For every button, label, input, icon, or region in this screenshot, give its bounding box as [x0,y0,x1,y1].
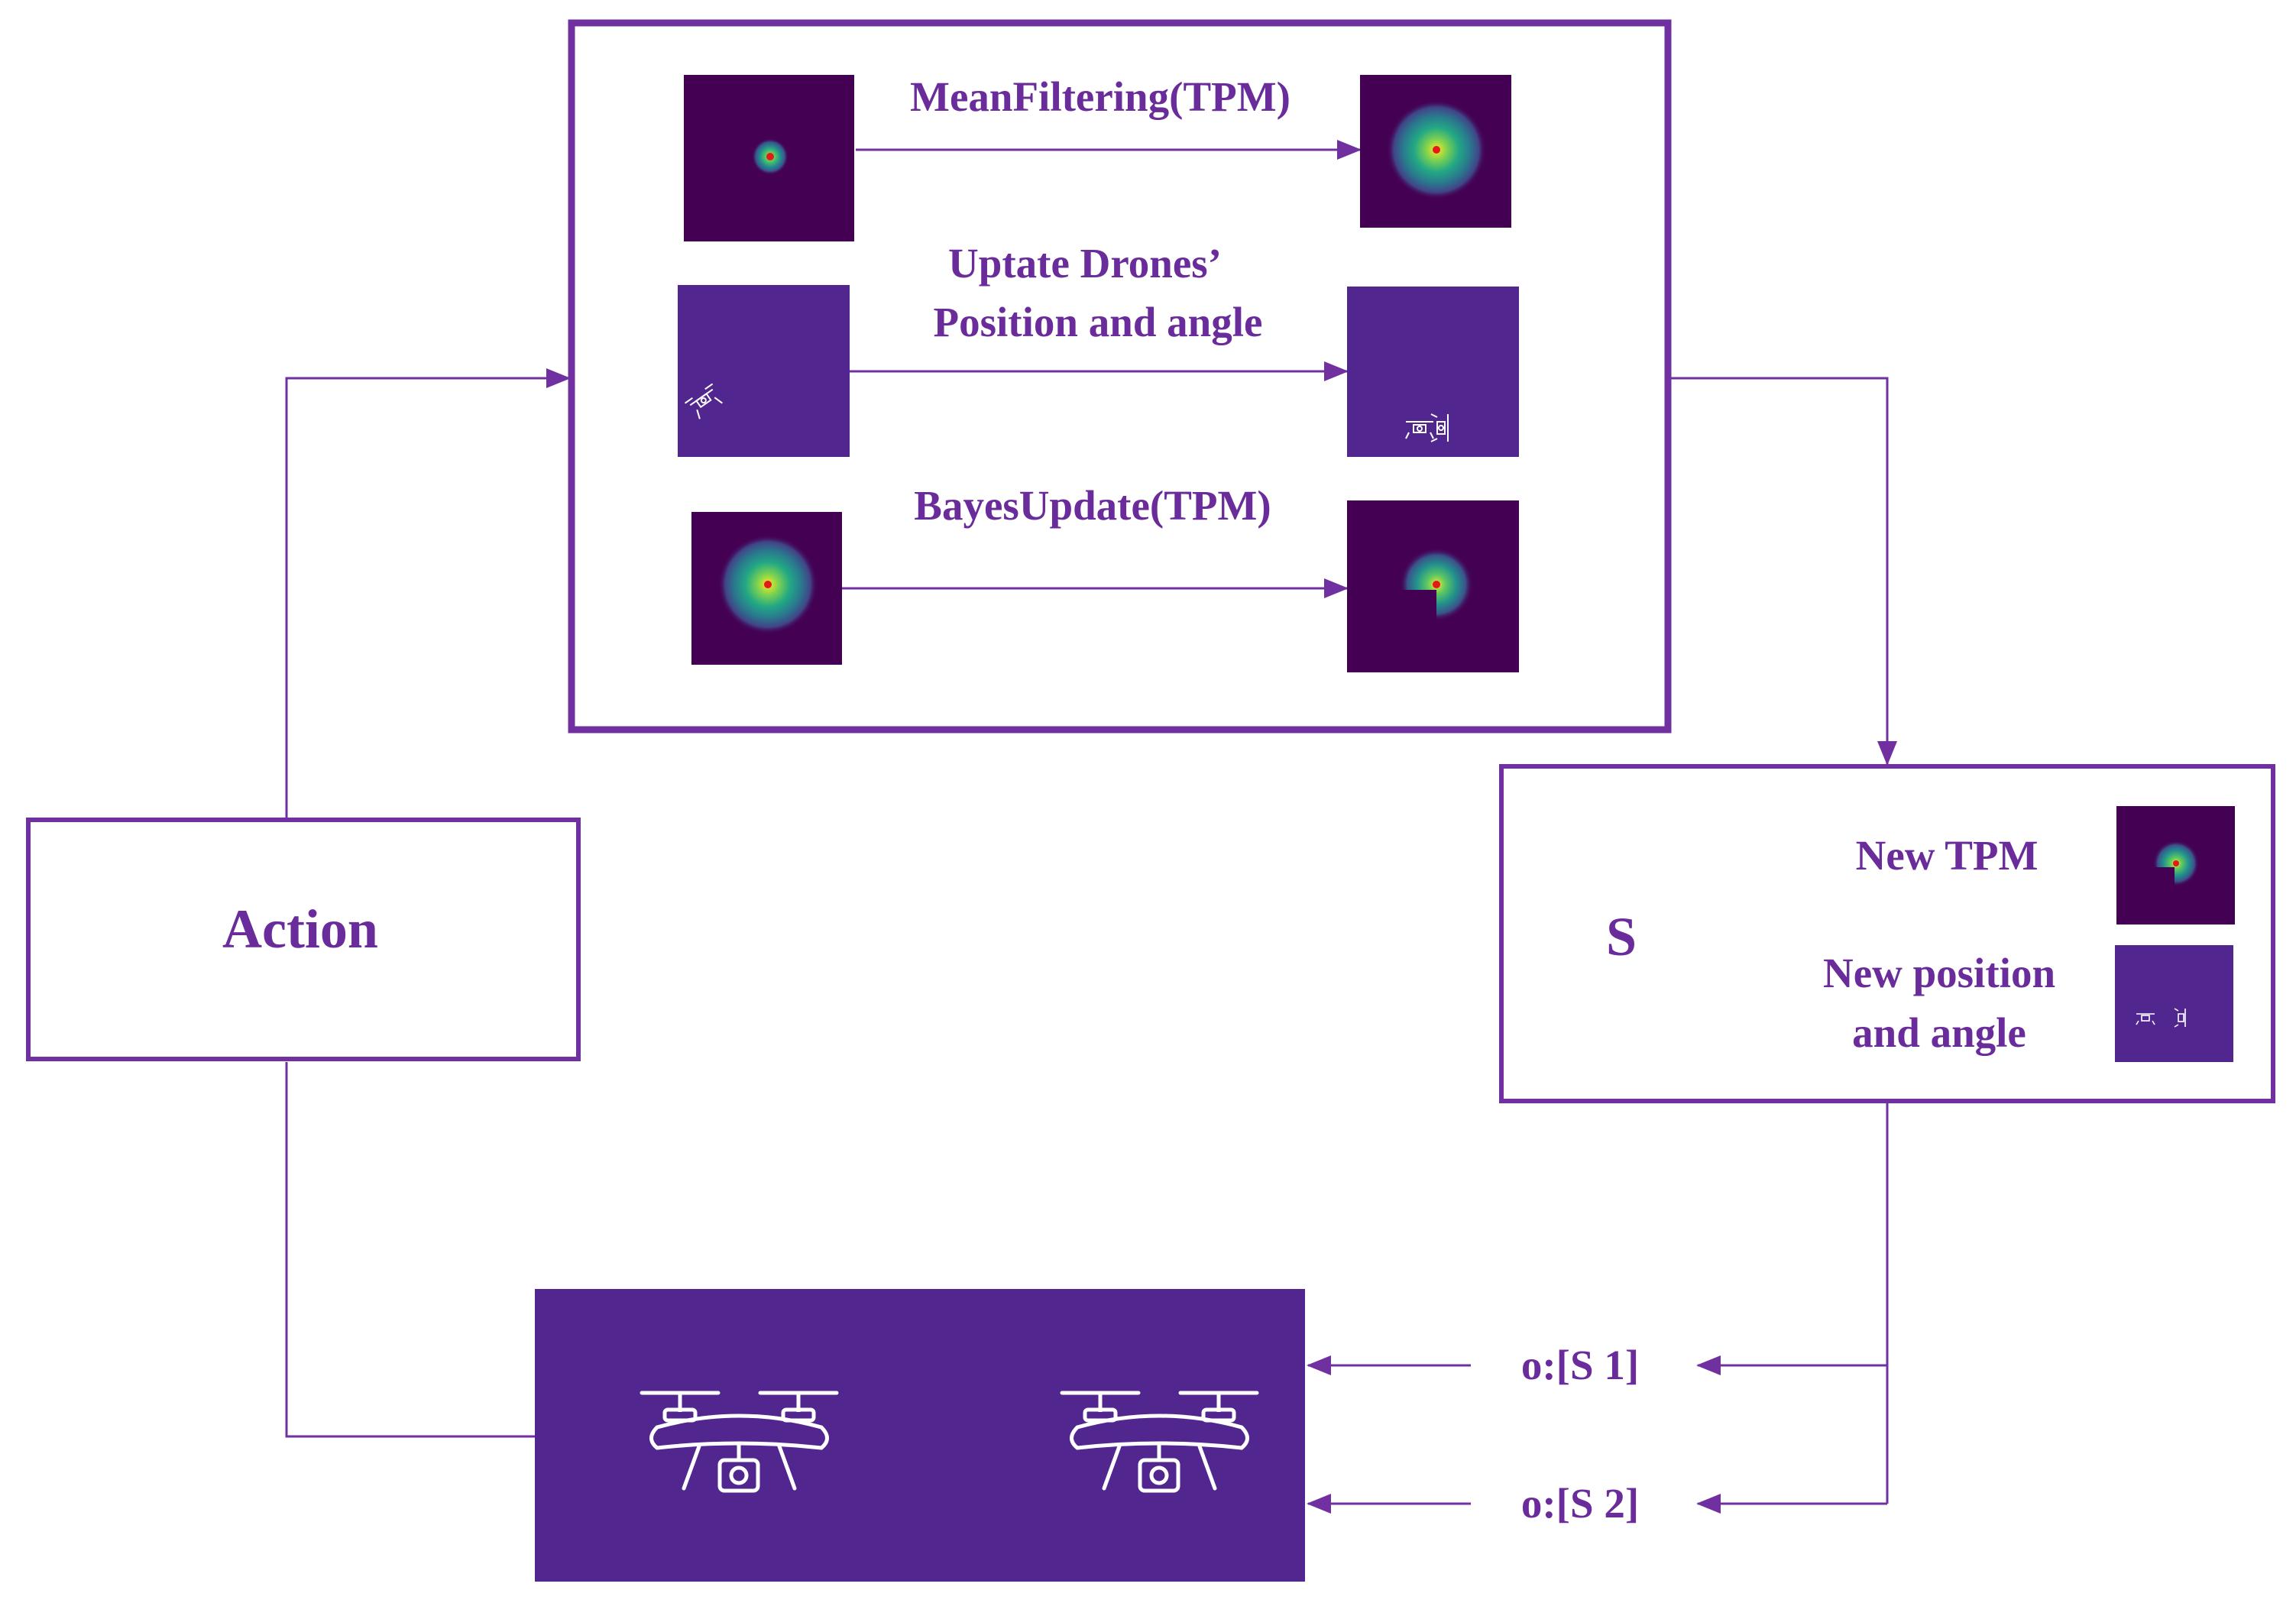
mean-filter-label: MeanFiltering(TPM) [910,73,1290,120]
target-dot [2173,860,2179,866]
connectors [285,368,1897,1514]
drone-icon [2174,1008,2186,1028]
update-to-state-arrow [1668,377,1897,766]
drone-icon [1405,421,1434,439]
new-position-thumbnail [2115,945,2233,1062]
drone-map-before [678,285,850,457]
drone-icon [684,383,723,419]
new-position-label-line2: and angle [1852,1009,2026,1056]
observation-2-label: o:[S 2] [1521,1480,1639,1527]
new-tpm-label: New TPM [1856,832,2039,879]
drone-map-after [1347,287,1519,457]
drone-update-label-line2: Position and angle [934,299,1263,345]
tpm-after-bayes-cut [1391,590,1436,636]
new-position-label-line1: New position [1823,950,2055,996]
state-box: S New TPM New position and angle [1499,764,2275,1103]
action-box: Action [26,818,581,1061]
action-label: Action [222,899,378,960]
state-symbol: S [1606,906,1637,967]
drone-icon [1430,413,1449,442]
drone-icon [2136,1013,2155,1025]
target-dot [764,581,772,588]
bayes-update-label: BayesUpdate(TPM) [914,482,1271,529]
observation-1-label: o:[S 1] [1521,1342,1639,1388]
action-to-update-arrow [285,368,571,818]
drone-panel-background [535,1289,1305,1582]
drone-panel [535,1289,1305,1582]
target-dot [1433,146,1440,154]
action-box-frame [26,818,581,1061]
drone-update-label-line1: Uptate Drones’ [948,240,1222,287]
update-box: MeanFiltering(TPM) Uptate Drones’ Positi… [568,19,1672,733]
target-dot [1433,581,1440,588]
new-tpm-cut [2153,867,2175,889]
drones-to-action-line [285,1062,535,1438]
target-dot [766,153,774,160]
